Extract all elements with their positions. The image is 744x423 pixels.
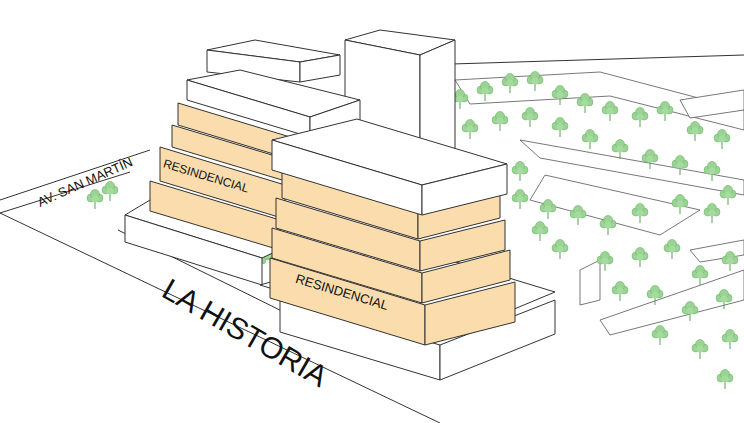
street-name: AV. SAN MARTÍN	[36, 155, 135, 209]
buildings	[125, 30, 555, 380]
